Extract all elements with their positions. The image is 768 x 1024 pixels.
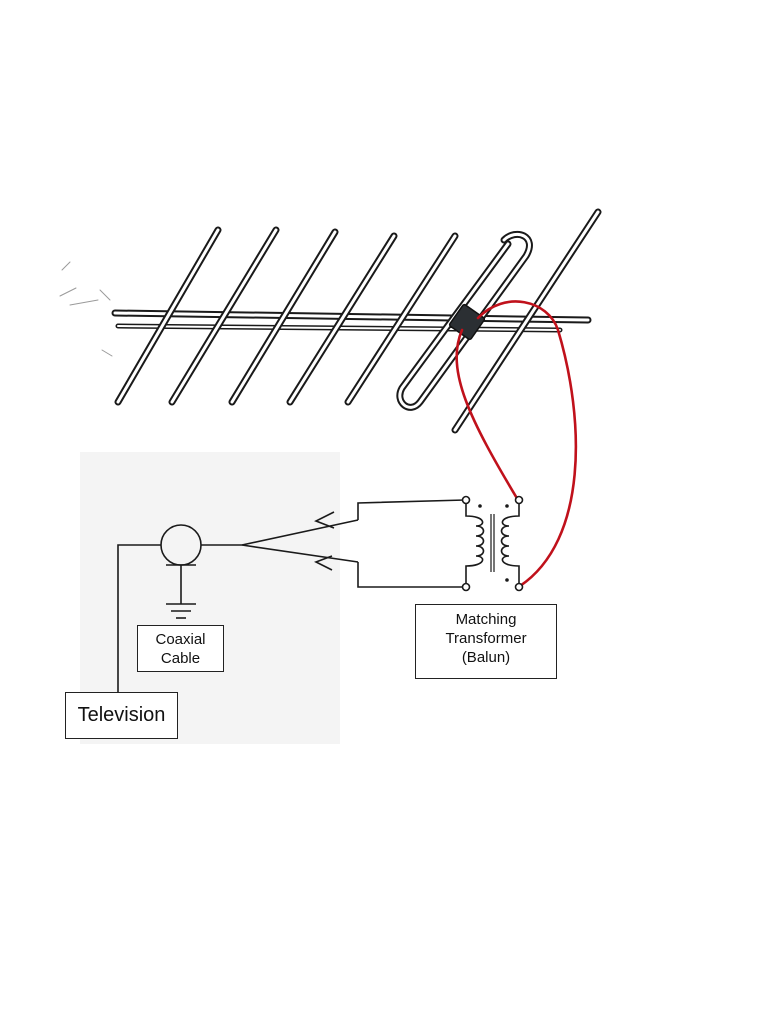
antenna-boom <box>111 309 592 333</box>
television-label: Television <box>77 704 166 726</box>
yagi-antenna <box>59 208 602 434</box>
television-box: Television <box>65 692 178 739</box>
ground-symbol-icon <box>166 565 196 619</box>
matching-transformer-label-box: Matching Transformer (Balun) <box>415 604 557 679</box>
tv-wire <box>117 544 161 693</box>
antenna-balun-block <box>448 303 486 341</box>
boom-hatching <box>59 261 113 357</box>
coaxial-cable-label: Coaxial Cable <box>155 630 206 667</box>
folded-dipole <box>396 231 533 411</box>
matching-transformer-label: Matching Transformer (Balun) <box>445 611 527 666</box>
schematic <box>117 495 524 693</box>
coaxial-cable-label-box: Coaxial Cable <box>137 625 224 672</box>
transformer-coils-icon <box>461 495 524 592</box>
signal-splitter <box>241 499 466 588</box>
antenna-elements <box>114 208 602 434</box>
twin-lead-feedline <box>455 300 578 588</box>
